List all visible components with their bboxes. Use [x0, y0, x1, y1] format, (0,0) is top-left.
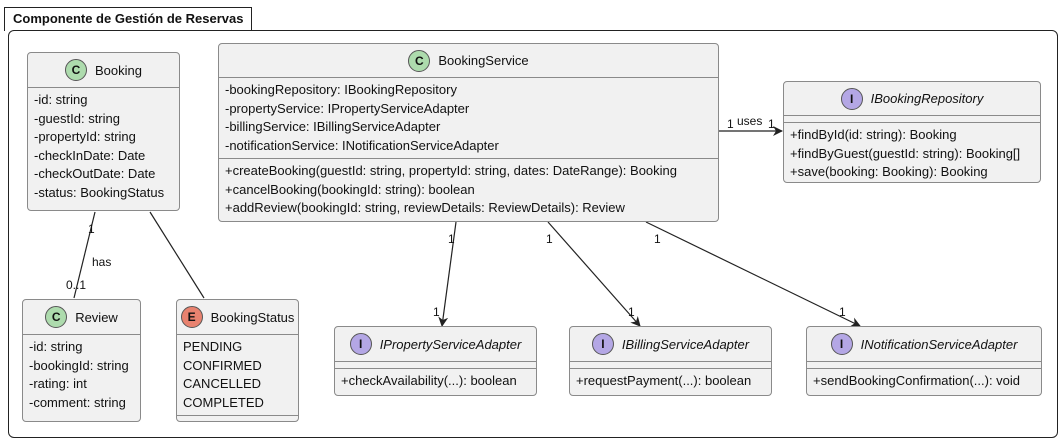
field: -status: BookingStatus — [34, 184, 165, 200]
method: +save(booking: Booking): Booking — [790, 164, 988, 179]
class-booking-service[interactable]: C BookingService -bookingRepository: IBo… — [218, 43, 719, 222]
field: -propertyId: string — [34, 129, 136, 144]
mult-service-billing-target: 1 — [628, 305, 635, 319]
methods-section: +checkAvailability(...): boolean — [335, 368, 536, 394]
link-booking-status — [149, 211, 205, 299]
field: -rating: int — [29, 376, 87, 391]
empty-section — [570, 361, 771, 368]
mult-booking-review-source: 1 — [88, 222, 95, 236]
methods-section: +createBooking(guestId: string, property… — [219, 158, 718, 221]
empty-section — [784, 115, 1040, 122]
method: +findByGuest(guestId: string): Booking[] — [790, 145, 1021, 161]
link-service-notification[interactable] — [645, 221, 861, 327]
link-booking-review — [73, 211, 96, 299]
class-name: Booking — [95, 62, 142, 78]
field: -notificationService: INotificationServi… — [225, 137, 499, 153]
field: -id: string — [29, 339, 83, 354]
class-name: Review — [75, 309, 118, 325]
enum-e-icon: E — [180, 306, 203, 328]
method: +addReview(bookingId: string, reviewDeta… — [225, 200, 625, 215]
enum-value: CANCELLED — [183, 376, 262, 391]
class-name: BookingService — [438, 53, 529, 68]
link-service-billing[interactable] — [547, 221, 641, 327]
class-review[interactable]: C Review -id: string -bookingId: string … — [22, 299, 141, 422]
label-has: has — [92, 255, 112, 269]
mult-service-notification-target: 1 — [839, 305, 846, 319]
field: -bookingRepository: IBookingRepository — [225, 82, 457, 97]
mult-service-repo-target: 1 — [768, 117, 775, 131]
mult-service-property-target: 1 — [433, 305, 440, 319]
methods-section: +requestPayment(...): boolean — [570, 368, 771, 394]
enum-booking-status[interactable]: E BookingStatus PENDING CONFIRMED CANCEL… — [176, 299, 299, 422]
methods-section: +sendBookingConfirmation(...): void — [807, 368, 1041, 394]
field: -id: string — [34, 92, 88, 107]
field: -propertyService: IPropertyServiceAdapte… — [225, 100, 470, 116]
enum-value: CONFIRMED — [183, 357, 262, 373]
empty-section — [177, 415, 298, 422]
fields-section: -bookingRepository: IBookingRepository -… — [219, 77, 718, 158]
field: -bookingId: string — [29, 357, 129, 373]
interface-name: IBillingServiceAdapter — [621, 336, 750, 352]
interface-i-icon: I — [840, 87, 863, 110]
interface-booking-repository[interactable]: I IBookingRepository +findById(id: strin… — [783, 81, 1041, 183]
mult-service-property-source: 1 — [448, 232, 455, 246]
empty-section — [807, 361, 1041, 368]
method: +checkAvailability(...): boolean — [341, 373, 517, 388]
interface-name: INotificationServiceAdapter — [860, 336, 1018, 352]
interface-name: IBookingRepository — [870, 91, 984, 106]
field: -checkOutDate: Date — [34, 166, 156, 181]
interface-i-icon: I — [349, 333, 372, 355]
method: +sendBookingConfirmation(...): void — [813, 373, 1021, 388]
class-c-icon: C — [45, 306, 68, 328]
method: +createBooking(guestId: string, property… — [225, 163, 678, 178]
mult-booking-review-target: 0..1 — [66, 278, 87, 292]
fields-section: -id: string -guestId: string -propertyId… — [28, 87, 179, 205]
class-booking[interactable]: C Booking -id: string -guestId: string -… — [27, 52, 180, 211]
method: +findById(id: string): Booking — [790, 127, 957, 142]
interface-i-icon: I — [591, 333, 614, 355]
method: +cancelBooking(bookingId: string): boole… — [225, 181, 475, 197]
interface-name: IPropertyServiceAdapter — [379, 336, 522, 352]
label-uses: uses — [737, 114, 763, 128]
interface-i-icon: I — [830, 333, 853, 355]
package-title: Componente de Gestión de Reservas — [4, 7, 253, 31]
interface-notification-adapter[interactable]: I INotificationServiceAdapter +sendBooki… — [806, 326, 1042, 396]
field: -checkInDate: Date — [34, 147, 146, 163]
field: -comment: string — [29, 394, 126, 410]
enum-value: PENDING — [183, 339, 243, 354]
mult-service-billing-source: 1 — [546, 232, 553, 246]
class-c-icon: C — [65, 59, 87, 81]
enum-value: COMPLETED — [183, 394, 264, 410]
mult-service-repo-source: 1 — [727, 117, 734, 131]
interface-billing-adapter[interactable]: I IBillingServiceAdapter +requestPayment… — [569, 326, 772, 396]
class-name: BookingStatus — [210, 309, 295, 325]
field: -guestId: string — [34, 110, 120, 126]
values-section: PENDING CONFIRMED CANCELLED COMPLETED — [177, 334, 298, 415]
mult-service-notification-source: 1 — [654, 232, 661, 246]
class-c-icon: C — [408, 49, 431, 72]
empty-section — [335, 361, 536, 368]
interface-property-adapter[interactable]: I IPropertyServiceAdapter +checkAvailabi… — [334, 326, 537, 396]
methods-section: +findById(id: string): Booking +findByGu… — [784, 122, 1040, 185]
package-frame — [8, 30, 1058, 438]
field: -billingService: IBillingServiceAdapter — [225, 119, 441, 134]
method: +requestPayment(...): boolean — [576, 373, 752, 388]
link-service-property[interactable] — [438, 221, 457, 327]
fields-section: -id: string -bookingId: string -rating: … — [23, 334, 140, 415]
